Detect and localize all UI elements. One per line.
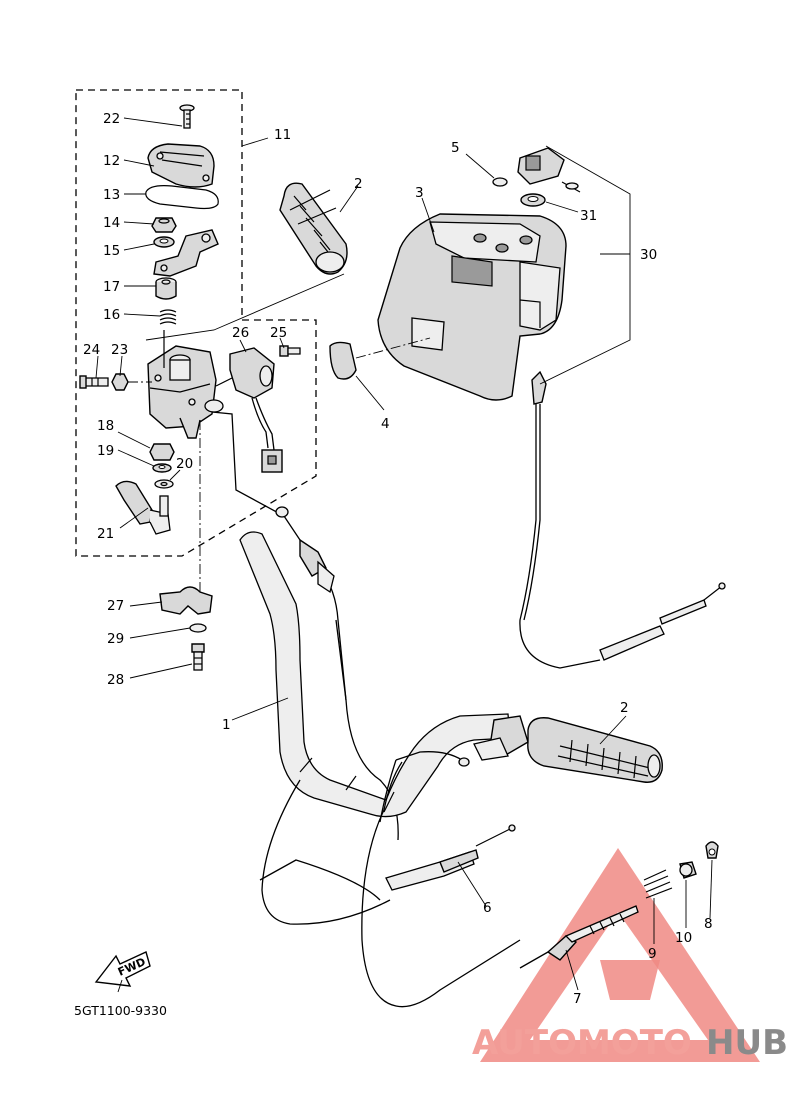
fwd-arrow-icon: FWD xyxy=(94,951,151,987)
part-21-lever xyxy=(115,480,171,535)
part-5-plug xyxy=(492,177,508,187)
part-16-spring xyxy=(159,309,177,325)
part-18-nut xyxy=(149,443,175,461)
callout-2-lower: 2 xyxy=(620,700,629,716)
callout-13: 13 xyxy=(103,187,120,203)
callout-10: 10 xyxy=(675,930,692,946)
part-2-grip-left xyxy=(279,182,348,275)
choke-cable-right xyxy=(519,370,726,669)
callout-26: 26 xyxy=(232,325,249,341)
part-14-nut xyxy=(151,217,177,233)
callout-6: 6 xyxy=(483,900,492,916)
callout-24: 24 xyxy=(83,342,100,358)
watermark-red-text: AUTOMOTO xyxy=(472,1023,692,1063)
part-8-clip xyxy=(705,841,719,859)
callout-22: 22 xyxy=(103,111,120,127)
part-13-gasket xyxy=(145,185,219,210)
callout-25: 25 xyxy=(270,325,287,341)
cable-adjuster-upper xyxy=(275,506,335,594)
callout-17: 17 xyxy=(103,279,120,295)
part-26-switch xyxy=(215,347,283,473)
callout-30: 30 xyxy=(640,247,657,263)
callout-29: 29 xyxy=(107,631,124,647)
watermark-logo xyxy=(480,848,760,1062)
part-3-cover xyxy=(377,213,567,401)
left-cable-loop xyxy=(261,619,391,925)
part-6-cable xyxy=(259,751,521,1008)
callout-1: 1 xyxy=(222,717,231,733)
part-30-switch xyxy=(517,147,581,193)
watermark-grey-text: HUB xyxy=(706,1023,788,1063)
callout-16: 16 xyxy=(103,307,120,323)
callout-2-upper: 2 xyxy=(354,176,363,192)
callout-28: 28 xyxy=(107,672,124,688)
part-15-washer xyxy=(153,236,175,248)
callout-9: 9 xyxy=(648,946,657,962)
grip-link-line xyxy=(145,273,345,341)
callout-4: 4 xyxy=(381,416,390,432)
callout-numbers: 22 12 13 14 15 17 16 24 23 26 25 18 19 2… xyxy=(83,111,713,1007)
callout-20: 20 xyxy=(176,456,193,472)
callout-5: 5 xyxy=(451,140,460,156)
callout-12: 12 xyxy=(103,153,120,169)
assembly-11-outline xyxy=(75,89,317,557)
part-31-grommet xyxy=(520,193,546,207)
callout-21: 21 xyxy=(97,526,114,542)
callout-11: 11 xyxy=(274,127,291,143)
part-24-bolt xyxy=(79,375,109,389)
part-9-spring xyxy=(643,869,673,899)
leader-lines xyxy=(95,117,713,993)
watermark-text: AUTOMOTO HUB xyxy=(472,1023,788,1063)
part-22-screw xyxy=(179,104,195,129)
part-12-cover xyxy=(147,143,215,188)
part-7-adjuster xyxy=(519,905,639,969)
part-10-collar xyxy=(679,861,697,879)
callout-7: 7 xyxy=(573,991,582,1007)
part-19-washer xyxy=(152,463,172,473)
part-2-grip-right xyxy=(473,715,663,783)
callout-19: 19 xyxy=(97,443,114,459)
part-throttle-housing xyxy=(147,345,224,439)
part-20-washer xyxy=(154,479,174,489)
callout-14: 14 xyxy=(103,215,120,231)
callout-15: 15 xyxy=(103,243,120,259)
callout-8: 8 xyxy=(704,916,713,932)
part-17-collar xyxy=(155,277,177,300)
callout-3: 3 xyxy=(415,185,424,201)
callout-23: 23 xyxy=(111,342,128,358)
part-1-handlebar xyxy=(239,531,511,818)
part-25-bolt xyxy=(279,345,301,357)
part-4-cap xyxy=(329,341,357,380)
callout-18: 18 xyxy=(97,418,114,434)
callout-31: 31 xyxy=(580,208,597,224)
part-28-bolt xyxy=(191,643,205,671)
callout-27: 27 xyxy=(107,598,124,614)
part-23-nut xyxy=(111,373,129,391)
part-throttle-bracket xyxy=(153,229,219,277)
part-29-washer xyxy=(189,623,207,633)
part-27-clamp xyxy=(159,586,213,615)
cap-leader-dashed xyxy=(355,337,431,359)
diagram-code: 5GT1100-9330 xyxy=(74,1003,167,1018)
